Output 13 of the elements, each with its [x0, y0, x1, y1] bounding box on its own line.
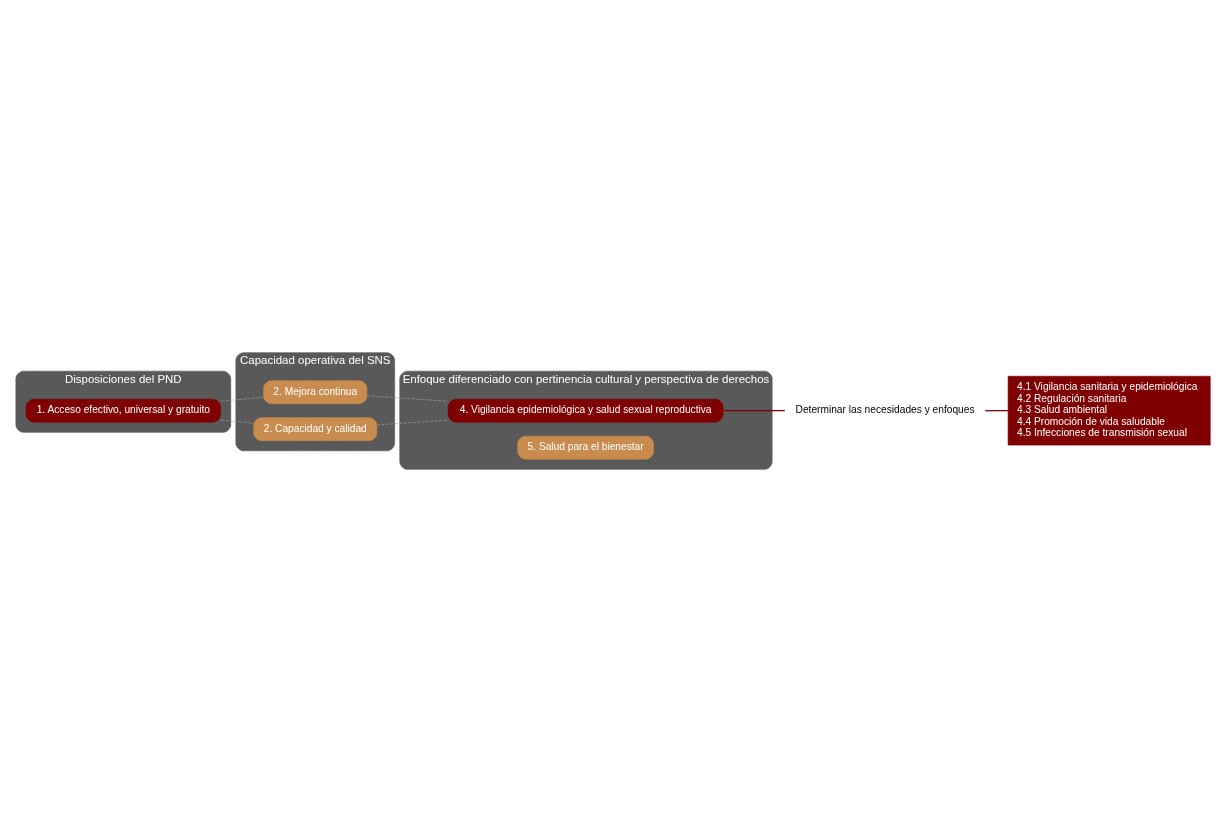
- node-box: 2. Capacidad y calidad: [253, 416, 378, 441]
- node-box: 4.1 Vigilancia sanitaria y epidemiológica 4.2 Regulación sanitaria 4.3 Salud ambiental 4.4 Promoción de vida saludable 4.5 Infecciones de transmisión sexual: [1007, 375, 1211, 445]
- node-box: 1. Acceso efectivo, universal y gratuito: [25, 398, 221, 422]
- node-box: 2. Mejora continua: [263, 379, 368, 404]
- connector: [220, 419, 255, 424]
- connector: [220, 396, 264, 402]
- connector: [722, 409, 786, 411]
- node-box: 4. Vigilancia epidemiológica y salud sexual reproductiva: [447, 398, 724, 422]
- connector: [366, 394, 449, 402]
- connector: [984, 409, 1009, 411]
- node-text: Determinar las necesidades y enfoques: [795, 403, 975, 415]
- connector: [376, 419, 449, 425]
- node-box: 5. Salud para el bienestar: [517, 435, 654, 459]
